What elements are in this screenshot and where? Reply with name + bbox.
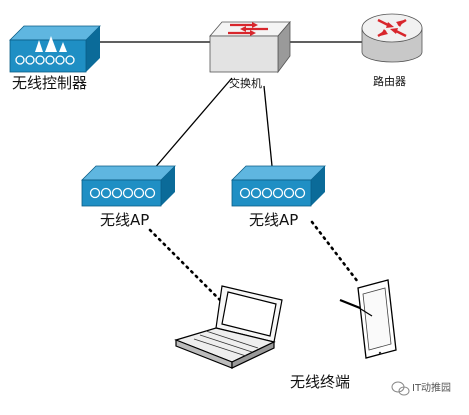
- router-icon: [361, 13, 423, 63]
- terminals-label: 无线终端: [290, 373, 351, 391]
- tablet-icon: [339, 279, 397, 359]
- access-point-2-icon: [231, 165, 326, 207]
- wechat-icon: [391, 381, 410, 396]
- watermark-text: IT动推园: [412, 383, 452, 394]
- link-ap1-laptop: [148, 228, 222, 302]
- router-label: 路由器: [373, 75, 406, 88]
- link-ap2-tablet: [310, 220, 360, 284]
- wireless-controller-icon: [9, 25, 101, 73]
- switch-icon: [209, 20, 291, 74]
- wired-links: [98, 41, 362, 171]
- laptop-icon: [174, 285, 283, 369]
- link-switch-ap1: [152, 77, 233, 171]
- ap1-label: 无线AP: [100, 211, 150, 229]
- link-switch-ap2: [263, 85, 273, 167]
- wireless-links: [148, 220, 360, 302]
- switch-label: 交换机: [229, 77, 262, 90]
- controller-label: 无线控制器: [12, 74, 88, 92]
- ap2-label: 无线AP: [249, 211, 299, 229]
- access-point-1-icon: [81, 165, 176, 207]
